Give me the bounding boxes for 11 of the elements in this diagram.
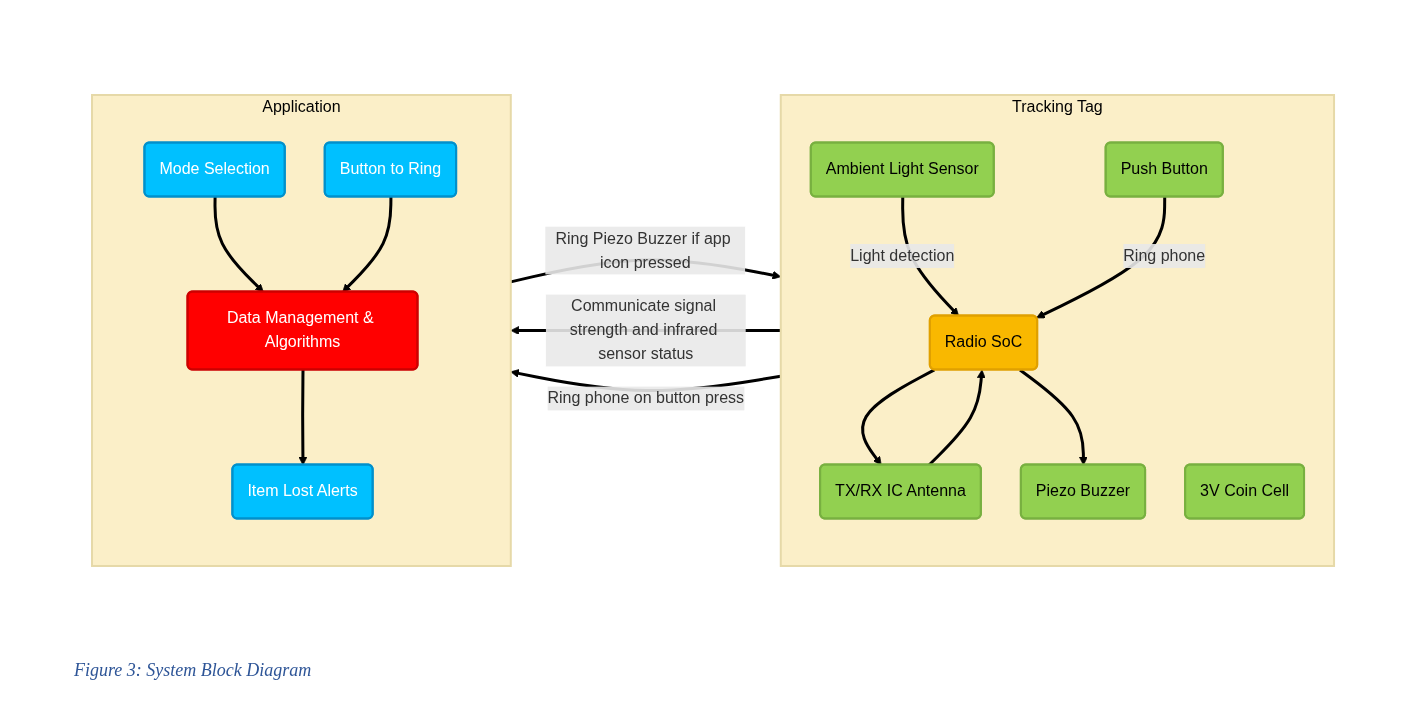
arrow (861, 368, 935, 465)
figure-caption: Figure 3: System Block Diagram (74, 660, 312, 681)
arrow (213, 196, 264, 292)
edge-label: Ring phone (1123, 246, 1206, 264)
edge-label: Ring phone on button press (547, 388, 745, 406)
arrow (342, 196, 393, 292)
edge-label: Light detection (850, 246, 955, 264)
edge-label: Communicate signal strength and infrared sensor status (569, 296, 718, 362)
edge-label: Ring Piezo Buzzer if app icon pressed (555, 229, 731, 271)
arrow (298, 369, 308, 465)
arrow (1019, 368, 1088, 465)
